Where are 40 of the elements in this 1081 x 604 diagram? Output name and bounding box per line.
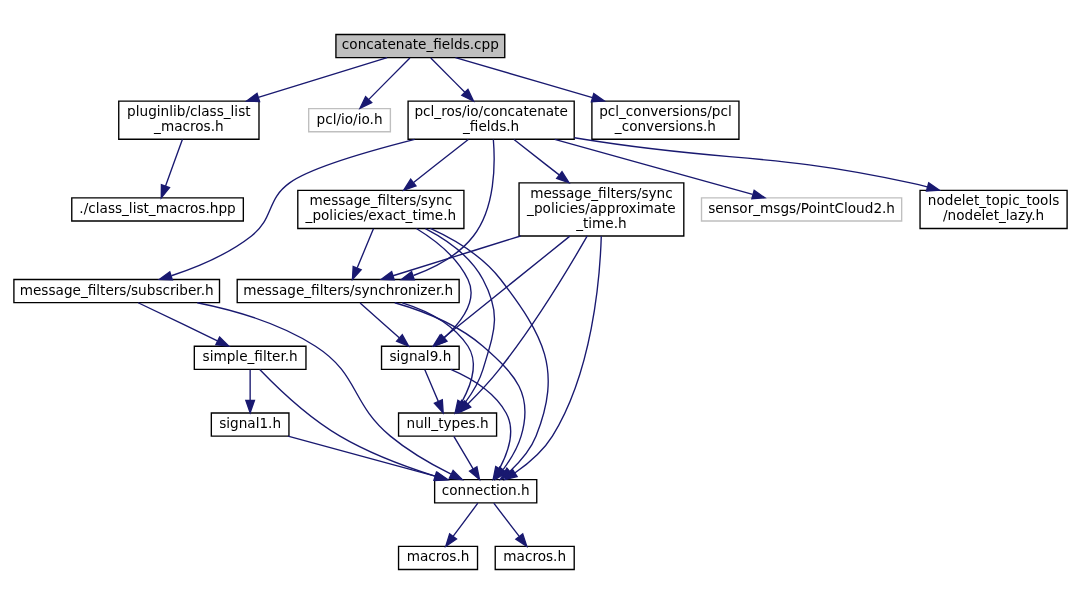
node-box: pcl_ros/io/concatenate _fields.h [407, 100, 575, 140]
arrow [244, 56, 388, 103]
arrow [513, 138, 571, 184]
node-box: message_filters/subscriber.h [13, 278, 221, 304]
arrow [351, 228, 375, 282]
node-box: null_types.h [397, 412, 498, 437]
arrow [453, 435, 481, 482]
arrow [493, 502, 529, 548]
node-box: ./class_list_macros.hpp [71, 197, 244, 222]
node-box: message_filters/sync _policies/approximate _time.h [518, 182, 685, 237]
node-box: sensor_msgs/PointCloud2.h [700, 197, 903, 222]
arrow [157, 138, 416, 281]
node-box: message_filters/synchronizer.h [236, 278, 460, 304]
arrow [137, 302, 231, 348]
arrow [424, 369, 444, 415]
node-box: message_filters/sync _policies/exact_time.h [297, 189, 465, 230]
arrow [359, 302, 411, 348]
arrow [402, 138, 469, 192]
node-box: macros.h [397, 545, 479, 571]
node-box: simple_filter.h [193, 345, 307, 371]
node-box: signal1.h [210, 412, 290, 437]
arrow [430, 57, 475, 103]
arrow [379, 235, 522, 281]
arrow [573, 137, 942, 192]
arrow [554, 138, 767, 200]
arrow [358, 57, 411, 110]
arrow [244, 369, 256, 415]
node-box: nodelet_topic_tools /nodelet_lazy.h [919, 189, 1068, 230]
node-box: pcl_conversions/pcl _conversions.h [591, 100, 740, 140]
node-box: pluginlib/class_list _macros.h [118, 100, 260, 140]
arrow [444, 502, 479, 548]
node-box: pcl/io/io.h [308, 107, 392, 133]
arrow [399, 138, 495, 281]
arrow [502, 235, 602, 481]
node-box: concatenate_fields.cpp [335, 33, 506, 59]
node-box: macros.h [494, 545, 575, 571]
arrow [160, 138, 184, 200]
node-box: signal9.h [380, 345, 460, 371]
arrow [454, 56, 607, 103]
node-box: connection.h [433, 479, 538, 504]
